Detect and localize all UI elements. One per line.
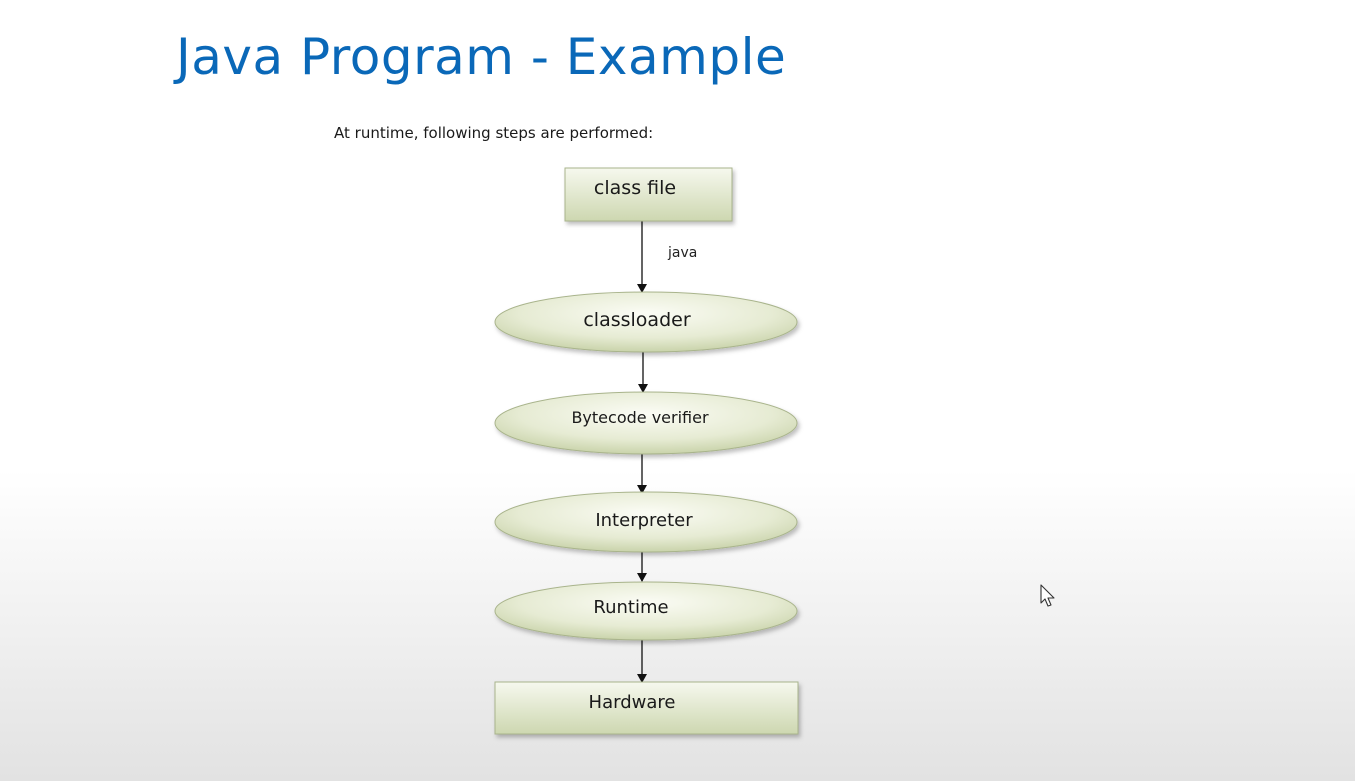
node-label: classloader [583,309,690,331]
intro-text: At runtime, following steps are performe… [334,124,654,142]
node-label: class file [594,177,676,199]
node-label: Bytecode verifier [571,408,708,427]
node-interpreter: Interpreter [494,491,798,553]
node-hardware: Hardware [494,681,799,735]
node-classloader: classloader [494,291,798,353]
node-label: Runtime [593,597,668,618]
slide-title: Java Program - Example [176,28,787,86]
node-runtime: Runtime [494,581,798,641]
node-class-file: class file [564,167,733,222]
node-label: Hardware [589,692,676,713]
node-bytecode-verifier: Bytecode verifier [494,391,798,455]
node-label: Interpreter [595,510,693,531]
edge-label-java: java [667,245,697,261]
mouse-pointer-icon [1040,584,1055,607]
